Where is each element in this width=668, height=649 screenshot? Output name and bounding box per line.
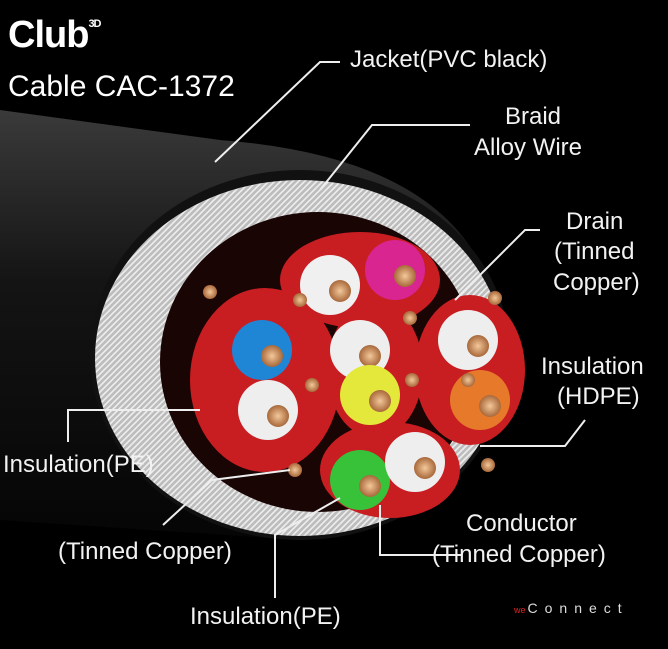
drain-wire: [488, 291, 502, 305]
copper-core: [267, 405, 289, 427]
label-conductor: Conductor: [466, 510, 577, 537]
drain-wire: [481, 458, 495, 472]
copper-core: [359, 345, 381, 367]
label-drain: Drain: [566, 208, 624, 235]
label-insulation-pe-left: Insulation(PE): [3, 451, 154, 478]
conductor-insulation: [232, 320, 292, 380]
drain-wire: [203, 285, 217, 299]
drain-wire: [403, 311, 417, 325]
copper-core: [414, 457, 436, 479]
conductor-insulation: [385, 432, 445, 492]
conductor-insulation: [330, 450, 390, 510]
drain-wire: [461, 373, 475, 387]
label-insulation-pe-bottom: Insulation(PE): [190, 603, 341, 630]
conductor-insulation: [438, 310, 498, 370]
label-jacket: Jacket(PVC black): [350, 46, 548, 73]
drain-wire: [288, 463, 302, 477]
label-tinned-copper-left: (Tinned Copper): [58, 538, 232, 565]
conductor-insulation: [300, 255, 360, 315]
conductor-insulation: [238, 380, 298, 440]
conductor-insulation: [450, 370, 510, 430]
label-insulation-hdpe: Insulation: [541, 353, 644, 380]
drain-wire: [293, 293, 307, 307]
conductor-insulation: [365, 240, 425, 300]
drain-wire: [405, 373, 419, 387]
leader-lines: [67, 61, 586, 598]
label-braid-alloy: Alloy Wire: [474, 134, 583, 161]
copper-core: [359, 475, 381, 497]
club3d-logo: Club3D: [8, 14, 102, 56]
label-braid: Braid: [505, 103, 562, 130]
conductors: [203, 240, 510, 510]
label-drain-copper: Copper): [553, 269, 640, 296]
copper-core: [329, 280, 351, 302]
copper-core: [467, 335, 489, 357]
copper-core: [369, 390, 391, 412]
page-title: Cable CAC-1372: [8, 70, 235, 103]
copper-core: [394, 265, 416, 287]
drain-wire: [305, 378, 319, 392]
label-drain-tinned: (Tinned: [554, 238, 635, 265]
label-hdpe: (HDPE): [557, 383, 640, 410]
copper-core: [261, 345, 283, 367]
label-conductor-tinned-copper: (Tinned Copper): [432, 541, 606, 568]
copper-core: [479, 395, 501, 417]
conductor-insulation: [340, 365, 400, 425]
